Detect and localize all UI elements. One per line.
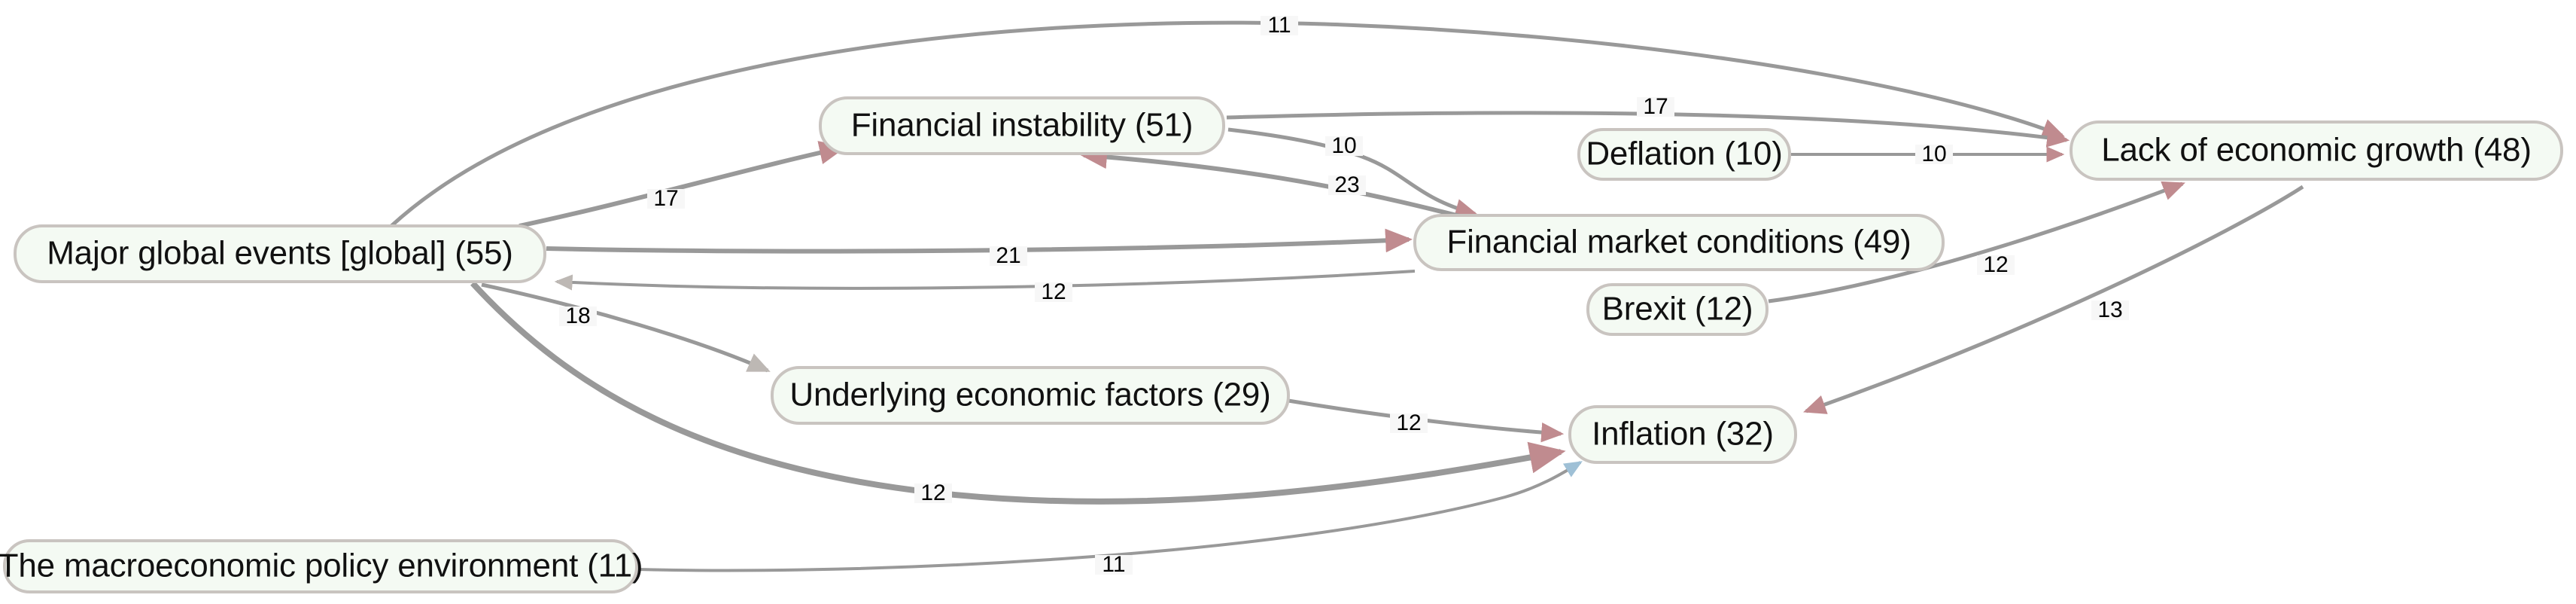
edges-layer xyxy=(390,20,2304,572)
graph-edge[interactable] xyxy=(546,228,1413,254)
graph-node-major-global-events[interactable]: Major global events [global] (55) xyxy=(14,224,546,283)
edge-weight-label: 18 xyxy=(565,304,590,328)
node-label: Financial market conditions (49) xyxy=(1446,224,1911,261)
edge-weight-label: 13 xyxy=(2097,297,2122,322)
edge-label-backdrop xyxy=(559,307,597,326)
graph-edge[interactable] xyxy=(519,141,847,228)
edge-weight-label: 23 xyxy=(1334,172,1359,197)
node-label: Brexit (12) xyxy=(1602,291,1753,328)
graph-node-lack-of-economic-growth[interactable]: Lack of economic growth (48) xyxy=(2070,120,2563,181)
edge-weight-label: 12 xyxy=(1983,252,2008,277)
edge-label-backdrop xyxy=(1095,555,1133,575)
edge-label-backdrop xyxy=(1977,255,2015,275)
graph-edge[interactable] xyxy=(1227,127,1479,218)
graph-edge[interactable] xyxy=(1226,111,2070,148)
graph-edge[interactable] xyxy=(1803,185,2304,414)
graph-node-macroeconomic-policy-environment[interactable]: The macroeconomic policy environment (11… xyxy=(0,539,643,593)
edge-label-backdrop xyxy=(1390,413,1428,433)
edge-weight-label: 21 xyxy=(996,243,1020,268)
graph-node-financial-market-conditions[interactable]: Financial market conditions (49) xyxy=(1413,214,1945,271)
edge-label-backdrop xyxy=(1328,175,1366,195)
edge-weight-label: 17 xyxy=(653,186,678,211)
edge-weight-label: 11 xyxy=(1267,13,1291,38)
node-shape[interactable] xyxy=(14,224,546,283)
edge-label-backdrop xyxy=(647,189,685,209)
graph-edge[interactable] xyxy=(637,461,1583,572)
node-label: Major global events [global] (55) xyxy=(47,235,513,272)
graph-edge[interactable] xyxy=(1079,145,1482,224)
node-label: Financial instability (51) xyxy=(851,107,1194,144)
edge-weight-label: 12 xyxy=(1041,279,1066,304)
edge-label-backdrop xyxy=(1637,97,1674,117)
edge-label-backdrop xyxy=(1325,136,1363,156)
node-label: Lack of economic growth (48) xyxy=(2101,132,2532,169)
edge-label-backdrop xyxy=(1915,145,1953,164)
node-shape[interactable] xyxy=(3,539,638,593)
edge-weight-label: 10 xyxy=(1331,133,1356,158)
node-label: Underlying economic factors (29) xyxy=(789,377,1270,413)
edge-label-backdrop xyxy=(2091,300,2129,320)
edge-label-backdrop xyxy=(914,484,952,503)
graph-edge[interactable] xyxy=(481,282,771,373)
nodes-layer: Major global events [global] (55) Financi… xyxy=(0,96,2563,593)
node-label: Deflation (10) xyxy=(1586,136,1782,172)
graph-node-financial-instability[interactable]: Financial instability (51) xyxy=(819,96,1225,155)
node-shape[interactable] xyxy=(2070,120,2563,181)
edge-weight-label: 12 xyxy=(1396,410,1421,435)
node-shape[interactable] xyxy=(771,366,1290,425)
node-shape[interactable] xyxy=(819,96,1225,155)
edge-weight-label: 11 xyxy=(1102,552,1125,577)
node-shape[interactable] xyxy=(1577,128,1791,181)
node-label: Inflation (32) xyxy=(1592,416,1774,453)
edge-weight-label: 12 xyxy=(920,480,945,505)
graph-node-deflation[interactable]: Deflation (10) xyxy=(1577,128,1791,181)
graph-node-inflation[interactable]: Inflation (32) xyxy=(1568,405,1797,464)
node-shape[interactable] xyxy=(1586,283,1769,336)
edge-weight-label: 17 xyxy=(1643,94,1668,119)
edge-weight-label: 10 xyxy=(1921,142,1946,166)
node-shape[interactable] xyxy=(1413,214,1945,271)
graph-edge[interactable] xyxy=(1768,181,2185,304)
graph-node-brexit[interactable]: Brexit (12) xyxy=(1586,283,1769,336)
graph-edge[interactable] xyxy=(554,270,1416,291)
edge-labels-layer: 11 17 17 10 23 10 21 12 18 12 13 12 12 11 xyxy=(559,13,2129,577)
edge-label-backdrop xyxy=(990,246,1027,266)
graph-node-underlying-economic-factors[interactable]: Underlying economic factors (29) xyxy=(771,366,1290,425)
node-label: The macroeconomic policy environment (11… xyxy=(0,548,643,584)
edge-label-backdrop xyxy=(1035,282,1072,302)
edge-label-backdrop xyxy=(1261,16,1298,35)
node-shape[interactable] xyxy=(1568,405,1797,464)
